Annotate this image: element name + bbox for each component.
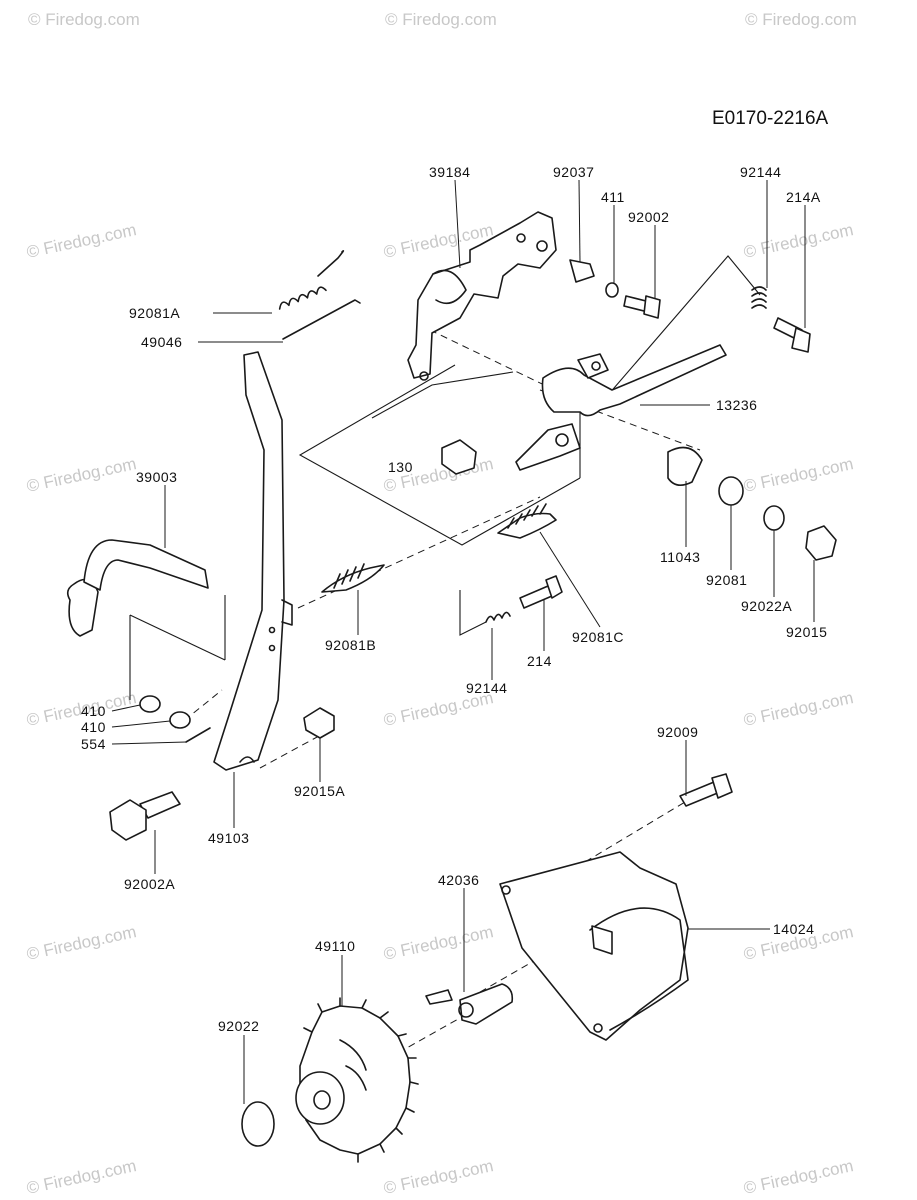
washer-92022A [763, 505, 785, 531]
watermark-16: © Firedog.com [25, 1156, 138, 1198]
label-92002: 92002 [628, 209, 669, 225]
nut-130 [441, 439, 477, 475]
washer-410-b [169, 711, 191, 729]
label-39003: 39003 [136, 469, 177, 485]
nut-92015 [805, 525, 837, 561]
spring-92144-top [751, 286, 767, 309]
watermark-14: © Firedog.com [382, 922, 495, 964]
label-92022A: 92022A [741, 598, 792, 614]
watermarks: © Firedog.com © Firedog.com © Firedog.co… [25, 10, 857, 1198]
label-92015: 92015 [786, 624, 827, 640]
label-92144-top: 92144 [740, 164, 781, 180]
label-410-b: 410 [81, 719, 106, 735]
washer-411 [605, 282, 619, 298]
label-92081B: 92081B [325, 637, 376, 653]
label-92081: 92081 [706, 572, 747, 588]
lever-39003 [66, 539, 209, 637]
arm-49103 [213, 351, 293, 771]
watermark-3: © Firedog.com [745, 10, 857, 29]
diagram-code: E0170-2216A [712, 108, 829, 129]
label-14024: 14024 [773, 921, 814, 937]
clip-92037 [569, 259, 595, 283]
plate-11043 [667, 446, 703, 486]
label-92037: 92037 [553, 164, 594, 180]
washer-410-a [139, 695, 161, 713]
watermark-1: © Firedog.com [28, 10, 140, 29]
label-554: 554 [81, 736, 106, 752]
label-92081C: 92081C [572, 629, 624, 645]
watermark-12: © Firedog.com [742, 688, 855, 730]
watermark-7: © Firedog.com [25, 454, 138, 496]
label-49103: 49103 [208, 830, 249, 846]
watermark-18: © Firedog.com [742, 1156, 855, 1198]
washer-92022 [241, 1101, 275, 1147]
bolt-92002A [109, 791, 181, 841]
bolt-92009 [679, 773, 733, 807]
spring-92081C [497, 503, 557, 539]
label-49110: 49110 [315, 938, 355, 954]
label-410-a: 410 [81, 703, 106, 719]
watermark-2: © Firedog.com [385, 10, 497, 29]
label-13236: 13236 [716, 397, 757, 413]
watermark-4: © Firedog.com [25, 220, 138, 262]
solenoid-42036 [425, 983, 514, 1025]
label-39184: 39184 [429, 164, 470, 180]
watermark-6: © Firedog.com [742, 220, 855, 262]
watermark-9: © Firedog.com [742, 454, 855, 496]
label-214: 214 [527, 653, 552, 669]
watermark-13: © Firedog.com [25, 922, 138, 964]
label-42036: 42036 [438, 872, 479, 888]
label-49046: 49046 [141, 334, 182, 350]
washer-92081 [718, 476, 744, 506]
label-92022: 92022 [218, 1018, 259, 1034]
sub-lever [515, 423, 581, 471]
nut-92015A [303, 707, 335, 739]
rod-49046 [282, 299, 361, 340]
leader-lines [111, 179, 815, 1104]
label-130: 130 [388, 459, 413, 475]
watermark-17: © Firedog.com [382, 1156, 495, 1198]
label-92081A: 92081A [129, 305, 180, 321]
gear-49110 [295, 997, 419, 1163]
label-92015A: 92015A [294, 783, 345, 799]
bolt-92002 [623, 295, 661, 319]
housing-14024 [499, 851, 689, 1041]
spring-92081B [321, 563, 385, 593]
label-11043: 11043 [660, 549, 700, 565]
part-labels: 39184 92037 411 92002 92144 214A 92081A … [81, 164, 827, 1034]
label-92144-bottom: 92144 [466, 680, 507, 696]
bolt-214 [519, 575, 563, 609]
lever-13236 [541, 344, 727, 417]
label-411: 411 [601, 189, 625, 205]
label-92002A: 92002A [124, 876, 175, 892]
label-214A: 214A [786, 189, 821, 205]
label-92009: 92009 [657, 724, 698, 740]
bolt-214A [773, 317, 811, 353]
spring-92144-bottom [485, 611, 511, 623]
pin-554 [185, 727, 211, 743]
bracket-39184 [407, 211, 557, 381]
spring-92081A [278, 250, 345, 310]
